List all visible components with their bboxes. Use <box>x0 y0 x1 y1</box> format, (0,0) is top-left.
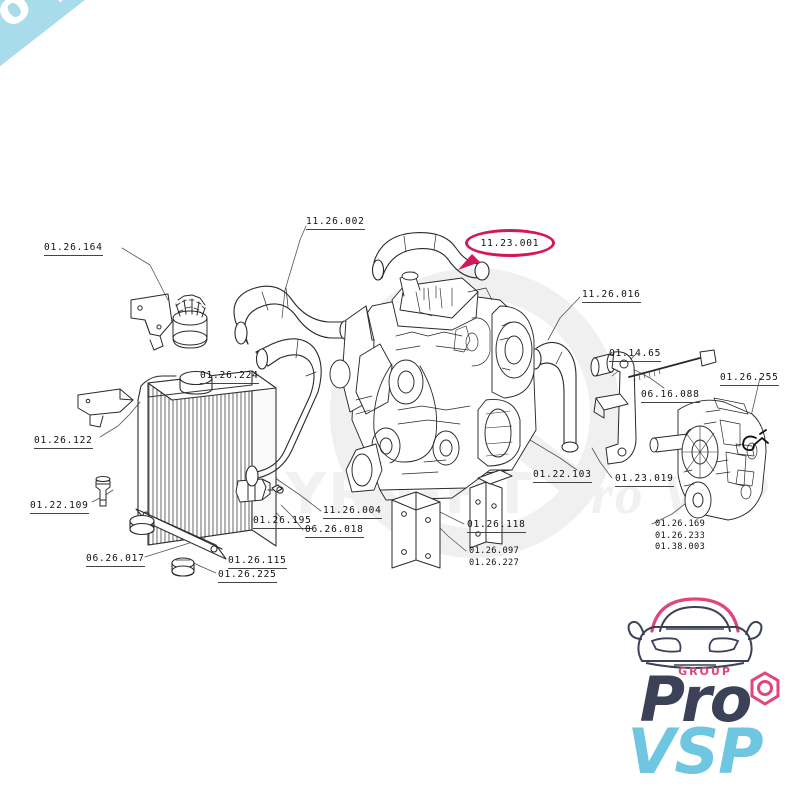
highlighted-part-callout[interactable]: 11.23.001 <box>465 229 555 257</box>
copyright-watermark: COPYRIGHT Pro VSP <box>150 462 768 527</box>
part-number-label: 01.26.227 <box>469 557 520 568</box>
part-number-label: 01.26.118 <box>467 519 526 533</box>
part-number-label: 01.26.255 <box>720 372 779 386</box>
pro-vsp-logo[interactable]: GROUP Pro VSP <box>600 585 790 788</box>
hex-nut-icon <box>750 671 780 706</box>
part-number-label: 01.26.115 <box>228 555 287 569</box>
part-number-label: 01.22.109 <box>30 500 89 514</box>
part-number-label: 01.23.019 <box>615 473 674 487</box>
part-number-label: 01.26.225 <box>218 569 277 583</box>
part-number-label: 01.26.195 <box>253 515 312 529</box>
car-icon <box>627 597 763 669</box>
part-number-label: 11.26.004 <box>323 505 382 519</box>
part-number-label: 01.26.233 <box>655 530 706 541</box>
logo-vsp-text: VSP <box>627 715 763 788</box>
part-number-label: 01.22.103 <box>533 469 592 483</box>
site-watermark-text: pro-piece-vsp.com <box>0 0 361 74</box>
part-number-label: 01.26.164 <box>44 242 103 256</box>
logo-pro-text: Pro <box>639 663 753 736</box>
highlight-ellipse <box>465 229 555 257</box>
part-number-label: 01.26.169 <box>655 519 706 529</box>
logo-group-text: GROUP <box>678 665 732 678</box>
site-watermark-band: pro-piece-vsp.com <box>0 0 473 165</box>
part-number-label: 11.26.016 <box>582 289 641 303</box>
part-number-label: 01.38.003 <box>655 542 706 553</box>
part-number-label: 01.26.224 <box>200 370 259 384</box>
part-number-label: 06.26.017 <box>86 553 145 567</box>
part-number-label: 06.26.018 <box>305 524 364 538</box>
part-number-label: 01.26.122 <box>34 435 93 449</box>
part-number-label: 11.26.002 <box>306 216 365 230</box>
part-number-label: 01.14.65 <box>609 348 662 362</box>
part-number-label: 06.16.088 <box>641 389 700 403</box>
highlight-part-number: 11.23.001 <box>480 237 540 249</box>
part-number-label: 01.26.097 <box>469 546 520 556</box>
